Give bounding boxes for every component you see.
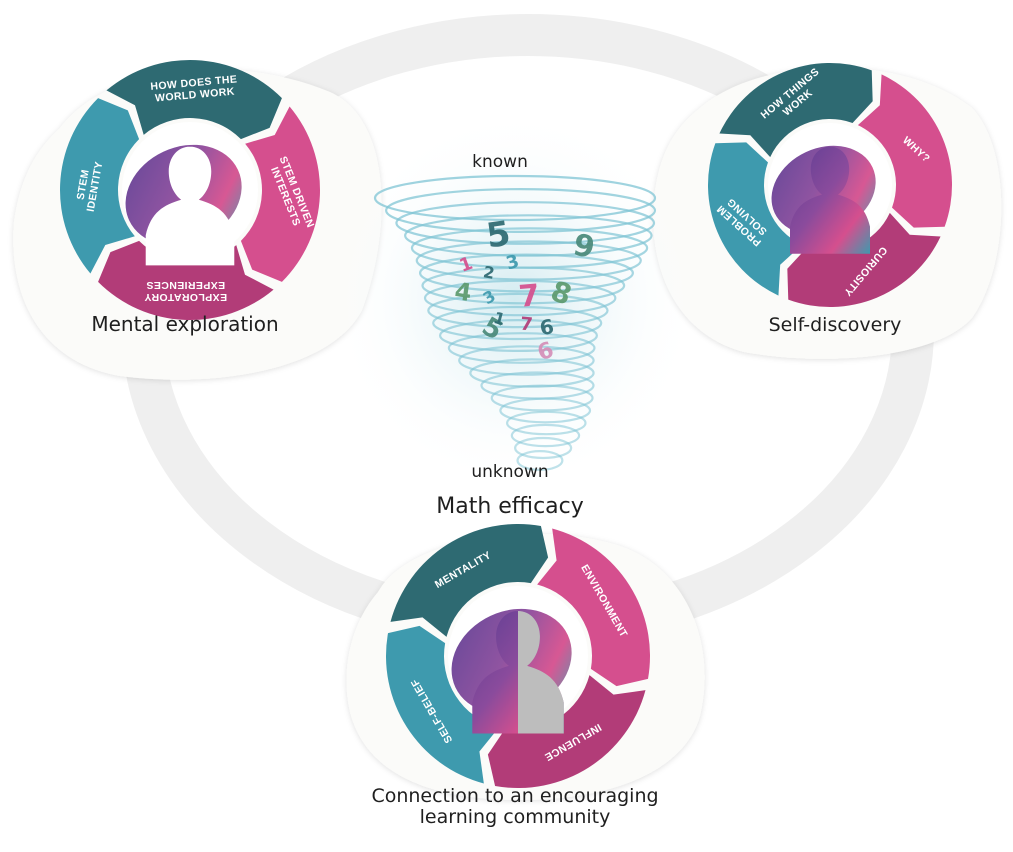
tornado xyxy=(373,174,657,472)
left-wheel-segment xyxy=(106,59,282,140)
tornado-digit: 5 xyxy=(484,214,513,257)
tornado-swirl xyxy=(427,292,609,329)
tornado-swirl xyxy=(373,174,657,222)
left-wheel-segment xyxy=(59,98,140,274)
self-discovery-caption: Self-discovery xyxy=(768,314,902,336)
tornado-swirl xyxy=(447,332,596,364)
tornado-digit: 7 xyxy=(519,314,533,336)
tornado-swirl xyxy=(514,436,573,460)
tornado-digit: 1 xyxy=(492,308,508,329)
right-wheel-segment xyxy=(787,212,941,307)
tornado-digit: 6 xyxy=(538,314,556,340)
tornado-haze xyxy=(330,110,700,490)
tornado-swirl xyxy=(505,410,587,436)
mental-exploration-caption: Mental exploration xyxy=(91,312,279,336)
wheel-self-discovery: HOW THINGSWORKWHY?CURIOSITYPROBLEMSOLVIN… xyxy=(708,62,952,307)
right-wheel-segment xyxy=(857,74,952,228)
tornado-swirl xyxy=(458,345,595,376)
tornado-swirl xyxy=(510,423,581,448)
bottom-person-gray-half-icon xyxy=(518,610,564,734)
tornado-swirl xyxy=(516,450,564,472)
bottom-wheel-segment xyxy=(487,675,646,788)
tornado-swirl xyxy=(385,188,657,234)
math-efficacy-title: Math efficacy xyxy=(436,494,584,519)
tornado-swirl xyxy=(499,397,592,424)
unknown-label: unknown xyxy=(471,462,549,482)
tornado-digit: 7 xyxy=(517,278,541,315)
right-person-silhouette-icon xyxy=(790,146,870,254)
left-wheel-segment xyxy=(240,106,321,282)
tornado-swirl xyxy=(418,253,634,293)
tornado-digit: 2 xyxy=(482,262,496,283)
tornado-swirl xyxy=(395,201,656,245)
known-label: known xyxy=(472,152,528,172)
tornado-digit: 4 xyxy=(453,277,473,307)
tornado-digit: 3 xyxy=(504,251,522,275)
bottom-wheel-segment xyxy=(537,528,650,687)
bottom-wheel-segment xyxy=(386,625,499,784)
connection-caption: Connection to an encouraging learning co… xyxy=(371,785,659,828)
tornado-swirl xyxy=(421,266,626,305)
bottom-wheel-segment xyxy=(390,524,549,637)
tornado-swirl xyxy=(423,279,617,317)
tornado-swirl xyxy=(432,305,603,341)
tornado-swirl xyxy=(438,319,598,353)
right-wheel-segment xyxy=(708,142,803,296)
left-person-silhouette-icon xyxy=(145,146,235,266)
left-segment-label: STEMIDENTITY xyxy=(73,158,105,212)
tornado-swirl xyxy=(490,384,594,412)
left-segment-label: EXPLORATORYEXPERIENCES xyxy=(144,279,227,303)
right-wheel-segment xyxy=(719,62,873,158)
tornado-swirl xyxy=(415,240,642,281)
